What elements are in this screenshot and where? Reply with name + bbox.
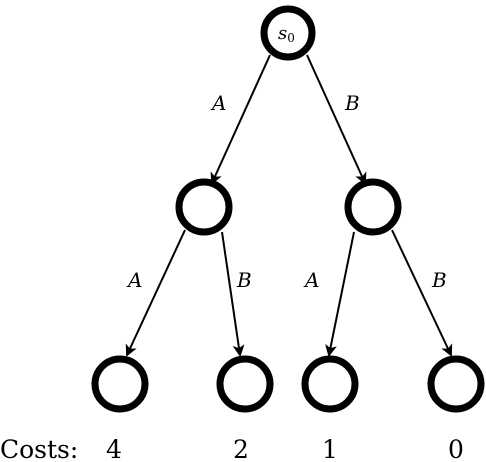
edge-label-root-right: B	[344, 91, 360, 115]
root-label-main: s	[278, 23, 287, 44]
node-right	[344, 178, 402, 236]
leaf-node-3	[301, 355, 359, 413]
edge-right-right	[391, 229, 453, 357]
cost-value-3: 1	[322, 435, 338, 462]
costs-label: Costs:	[0, 435, 78, 462]
edge-label-root-left: A	[210, 91, 226, 115]
cost-value-2: 2	[233, 435, 249, 462]
cost-value-4: 0	[448, 435, 464, 462]
leaf-node-4	[427, 355, 485, 413]
node-left	[175, 178, 233, 236]
root-label: s0	[278, 23, 295, 45]
leaf-node-2	[216, 355, 274, 413]
edge-root-right	[306, 54, 367, 185]
edge-label-right-right: B	[431, 268, 447, 292]
edge-left-left	[125, 229, 186, 357]
edge-label-left-right: B	[236, 268, 252, 292]
edge-label-right-left: A	[303, 268, 319, 292]
node-root	[260, 5, 316, 61]
root-label-subscript: 0	[287, 31, 295, 45]
leaf-node-1	[91, 355, 149, 413]
cost-value-1: 4	[106, 435, 122, 462]
edge-root-left	[210, 54, 271, 185]
edge-left-right	[221, 231, 245, 357]
edge-label-left-left: A	[126, 268, 142, 292]
edge-right-left	[325, 231, 355, 357]
